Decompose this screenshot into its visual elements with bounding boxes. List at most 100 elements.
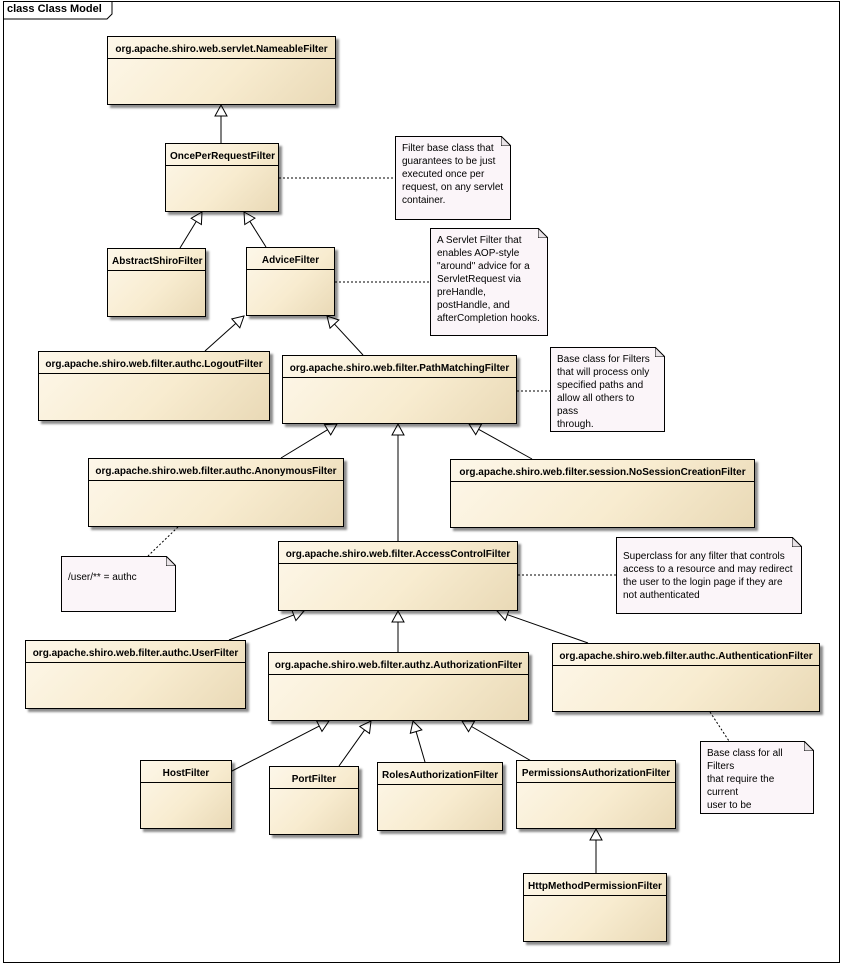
note-line: the user to the login page if they are <box>623 577 783 588</box>
generalization-line <box>228 614 294 641</box>
note-advice[interactable]: A Servlet Filter that enables AOP-style "a… <box>430 228 548 336</box>
class-abstract-shiro-filter[interactable]: AbstractShiroFilter <box>107 248 206 317</box>
generalization-arrowhead <box>230 315 245 329</box>
generalization-arrowhead <box>326 315 340 330</box>
class-name: AbstractShiroFilter <box>108 249 205 271</box>
class-authentication-filter[interactable]: org.apache.shiro.web.filter.authc.Authen… <box>552 643 820 712</box>
class-once-per-request-filter[interactable]: OncePerRequestFilter <box>165 143 279 212</box>
class-name: org.apache.shiro.web.filter.AccessContro… <box>279 542 517 564</box>
note-fold-icon <box>166 556 176 566</box>
generalization-arrowhead <box>190 211 203 226</box>
class-name: HttpMethodPermissionFilter <box>524 874 666 896</box>
generalization-line <box>415 731 426 763</box>
class-name: org.apache.shiro.web.filter.authc.UserFi… <box>26 641 245 663</box>
class-no-session-creation-filter[interactable]: org.apache.shiro.web.filter.session.NoSe… <box>450 459 755 528</box>
note-line: that require the current <box>707 774 775 798</box>
note-line: user to be <box>707 800 752 811</box>
note-body: /user/** = authc <box>61 556 176 612</box>
note-path-matching[interactable]: Base class for Filters that will process … <box>550 347 665 432</box>
generalization-arrowhead <box>409 719 423 734</box>
note-anchor-line <box>147 526 179 557</box>
generalization-arrowhead <box>358 720 372 735</box>
class-permissions-authorization-filter[interactable]: PermissionsAuthorizationFilter <box>516 760 676 829</box>
generalization-line <box>478 428 533 460</box>
generalization-line <box>204 322 237 352</box>
note-fold-icon <box>804 741 814 751</box>
note-line: "around" advice for a <box>437 261 530 272</box>
note-line: preHandle, <box>437 287 486 298</box>
class-name: PortFilter <box>270 767 358 789</box>
class-host-filter[interactable]: HostFilter <box>140 760 232 829</box>
class-name: AdviceFilter <box>247 248 334 270</box>
generalization-line <box>471 726 534 763</box>
note-line: Base class for Filters <box>557 354 650 365</box>
note-anchor-line <box>709 711 730 742</box>
generalization-arrowhead <box>391 609 405 623</box>
generalization-line <box>507 614 589 644</box>
generalization-arrowhead <box>589 827 603 841</box>
note-line: A Servlet Filter that <box>437 235 522 246</box>
note-line: through. <box>557 419 594 430</box>
note-body: A Servlet Filter that enables AOP-style "a… <box>430 228 548 336</box>
class-anonymous-filter[interactable]: org.apache.shiro.web.filter.authc.Anonym… <box>88 458 344 527</box>
class-logout-filter[interactable]: org.apache.shiro.web.filter.authc.Logout… <box>38 351 270 421</box>
generalization-arrowhead <box>461 720 476 733</box>
class-name: RolesAuthorizationFilter <box>378 763 502 785</box>
class-roles-authorization-filter[interactable]: RolesAuthorizationFilter <box>377 762 503 831</box>
class-http-method-permission-filter[interactable]: HttpMethodPermissionFilter <box>523 873 667 942</box>
note-line: ServletRequest via <box>437 274 521 285</box>
note-line: afterCompletion hooks. <box>437 313 540 324</box>
note-line: executed once per <box>402 169 485 180</box>
note-line: Base class for all Filters <box>707 748 783 772</box>
note-line: container. <box>402 195 446 206</box>
note-line: request, on any servlet <box>402 182 504 193</box>
generalization-line <box>229 725 320 773</box>
generalization-line <box>338 729 366 767</box>
class-name: org.apache.shiro.web.filter.authc.Anonym… <box>89 459 343 481</box>
note-line: enables AOP-style <box>437 248 520 259</box>
class-path-matching-filter[interactable]: org.apache.shiro.web.filter.PathMatching… <box>282 355 517 424</box>
generalization-arrowhead <box>214 103 228 117</box>
class-name: PermissionsAuthorizationFilter <box>517 761 675 783</box>
generalization-line <box>249 221 267 248</box>
note-access-control[interactable]: Superclass for any filter that controls a… <box>616 537 802 614</box>
frame-tab-outline <box>3 1 113 20</box>
note-fold-icon <box>501 136 511 146</box>
class-name: OncePerRequestFilter <box>166 144 278 166</box>
frame-title: class Class Model <box>7 3 102 15</box>
class-name: org.apache.shiro.web.filter.authc.Authen… <box>553 644 819 666</box>
note-line: that will process only <box>557 367 650 378</box>
note-line: specified paths and <box>557 380 644 391</box>
class-name: org.apache.shiro.web.filter.PathMatching… <box>283 356 516 378</box>
generalization-line <box>334 323 364 356</box>
note-body: Superclass for any filter that controls a… <box>616 537 802 614</box>
class-name: org.apache.shiro.web.filter.authz.Author… <box>269 653 528 675</box>
class-name: org.apache.shiro.web.filter.session.NoSe… <box>451 460 754 482</box>
note-line: Filter base class that <box>402 143 494 154</box>
class-name: org.apache.shiro.web.servlet.NameableFil… <box>108 37 335 59</box>
class-name: org.apache.shiro.web.filter.authc.Logout… <box>39 352 269 374</box>
note-line: /user/** = authc <box>68 572 137 583</box>
class-user-filter[interactable]: org.apache.shiro.web.filter.authc.UserFi… <box>25 640 246 709</box>
note-line: not authenticated <box>623 590 700 601</box>
generalization-arrowhead <box>243 211 256 226</box>
note-anonymous[interactable]: /user/** = authc <box>61 556 176 612</box>
class-nameable-filter[interactable]: org.apache.shiro.web.servlet.NameableFil… <box>107 36 336 105</box>
generalization-arrowhead <box>468 423 483 436</box>
class-advice-filter[interactable]: AdviceFilter <box>246 247 335 316</box>
class-name: HostFilter <box>141 761 231 783</box>
class-access-control-filter[interactable]: org.apache.shiro.web.filter.AccessContro… <box>278 541 518 611</box>
class-port-filter[interactable]: PortFilter <box>269 766 359 835</box>
class-authorization-filter[interactable]: org.apache.shiro.web.filter.authz.Author… <box>268 652 529 721</box>
note-fold-icon <box>792 537 802 547</box>
note-line: access to a resource and may redirect <box>623 564 793 575</box>
note-line: allow all others to pass <box>557 393 635 417</box>
diagram-frame <box>3 1 840 963</box>
note-line: Superclass for any filter that controls <box>623 551 785 562</box>
generalization-arrowhead <box>290 608 305 622</box>
